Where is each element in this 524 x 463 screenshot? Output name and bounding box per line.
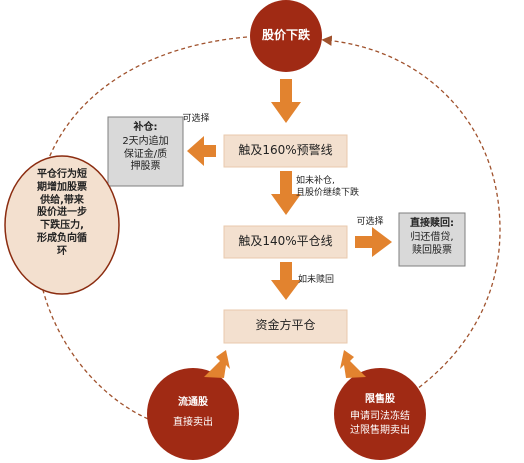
- redeem-box-title: 直接赎回:: [410, 218, 454, 229]
- topup-box-title: 补仓:: [133, 122, 158, 133]
- arrow-right-redeem: [355, 227, 392, 257]
- dashed-cycle-right: [321, 35, 501, 426]
- funder-liquidates-box-label: 资金方平仓: [255, 318, 316, 332]
- tradable-shares-title: 流通股: [178, 397, 208, 408]
- redeem-box-body: 归还借贷, 赎回股票: [410, 232, 454, 256]
- arrow-to-restricted: [340, 350, 366, 378]
- arrow-down-2: [271, 171, 301, 215]
- topup-box: [107, 116, 184, 187]
- tradable-shares-body: 直接卖出: [173, 417, 213, 428]
- if-not-redeemed-label: 如未赎回: [298, 275, 335, 285]
- negative-loop-oval-label: 平仓行为短 期增加股票 供给,带来 股价进一步 下跌压力, 形成负向循 环: [37, 169, 87, 257]
- liquidation-line-box: [223, 225, 348, 259]
- negative-loop-oval: [4, 155, 120, 295]
- warning-box-label: 触及160%预警线: [238, 143, 333, 157]
- optional-label-left: 可选择: [182, 114, 210, 124]
- restricted-shares-body: 申请司法冻结 过限售期卖出: [350, 411, 410, 436]
- top-circle-label: 股价下跌: [261, 28, 310, 42]
- optional-label-right: 可选择: [356, 217, 384, 227]
- redeem-box: [398, 212, 466, 267]
- arrow-left-topup: [187, 136, 216, 166]
- restricted-shares-title: 限售股: [365, 394, 395, 405]
- top-circle: [250, 0, 322, 72]
- warning-box: [223, 134, 348, 168]
- topup-box-body: 2天内追加 保证金/质 押股票: [122, 136, 169, 172]
- tradable-shares-circle: [147, 368, 239, 460]
- arrow-to-tradable: [204, 350, 230, 378]
- restricted-shares-circle: [334, 368, 426, 460]
- funder-liquidates-box: [223, 309, 348, 344]
- arrow-down-1: [271, 79, 301, 123]
- liquidation-line-box-label: 触及140%平仓线: [238, 234, 333, 248]
- if-not-topped-up-label: 如未补仓, 且股价继续下跌: [296, 176, 360, 198]
- arrow-down-3: [271, 262, 301, 300]
